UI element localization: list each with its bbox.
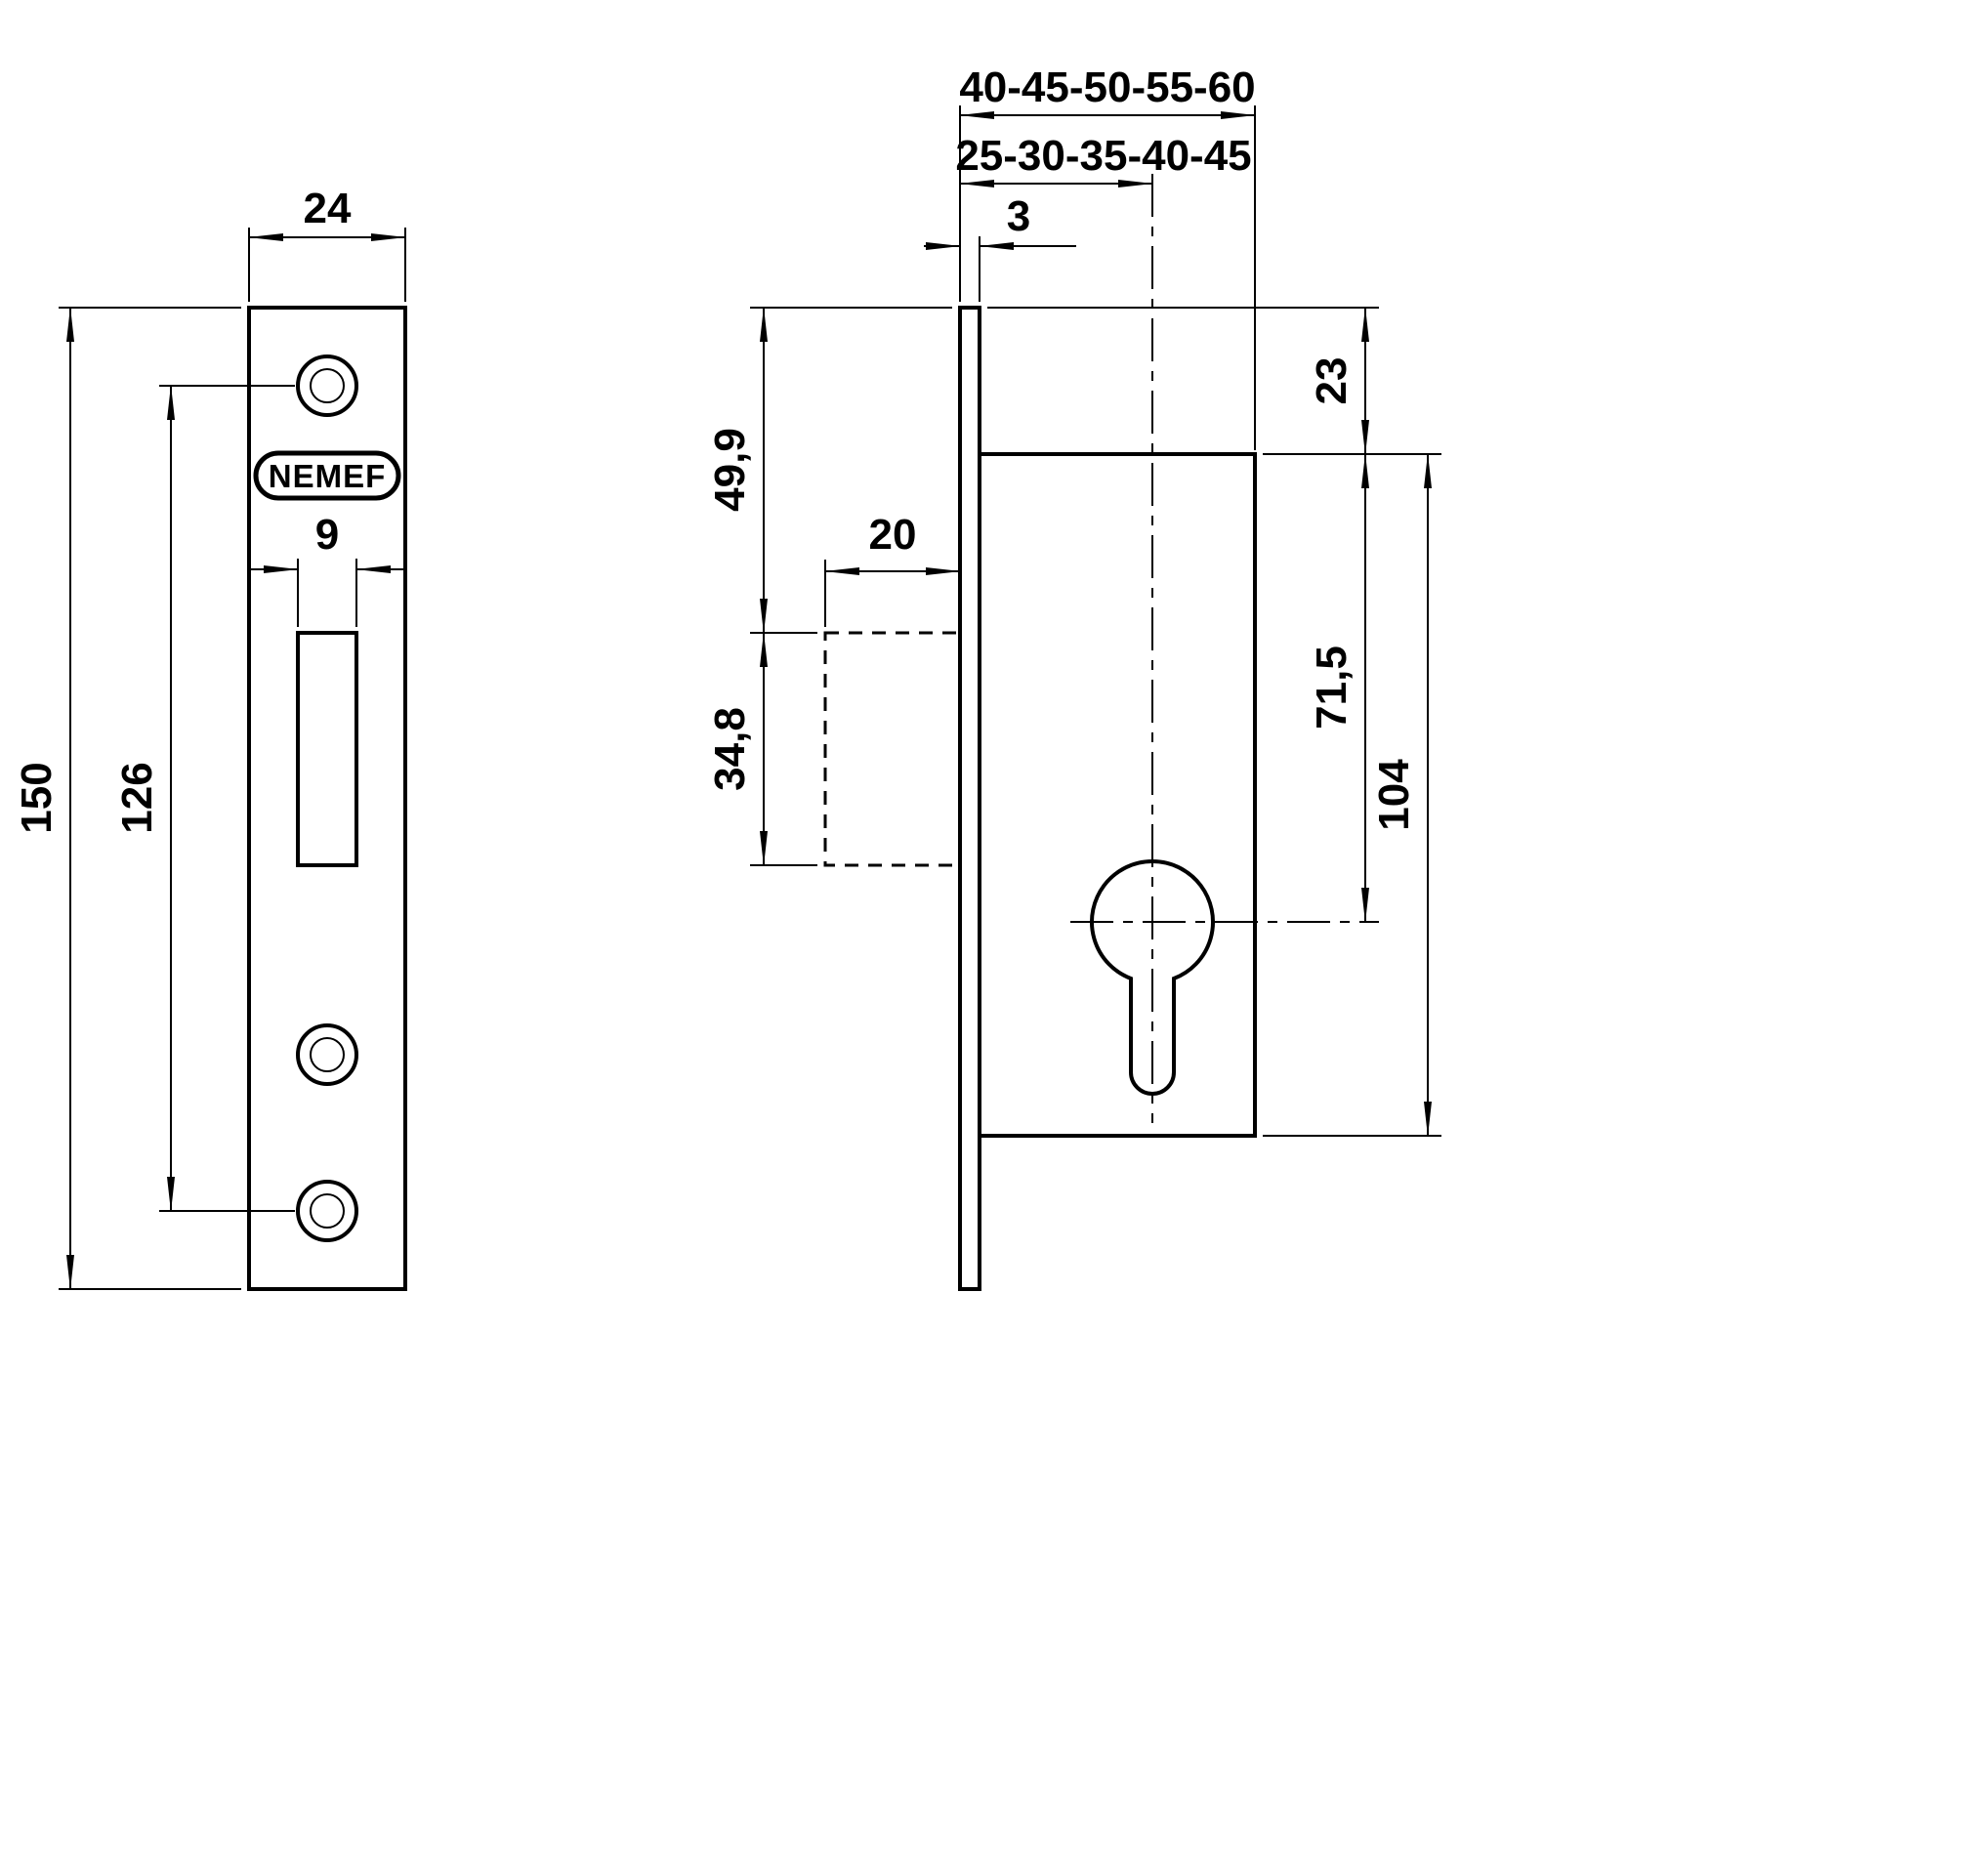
brand-label: NEMEF: [269, 458, 387, 494]
dim-label-24: 24: [304, 185, 352, 232]
dim-case-depth-range: 40-45-50-55-60: [959, 63, 1256, 450]
dim-case-height: 104: [1263, 453, 1441, 1137]
logo-stadium-outline: [253, 450, 401, 501]
dim-top-to-case: 23: [987, 307, 1441, 455]
side-view: 40-45-50-55-60 25-30-35-40-45 3 20 49,9: [706, 63, 1441, 1291]
bolt-slot-opening: [296, 631, 358, 867]
nemef-logo: NEMEF: [253, 450, 401, 501]
dim-label-9: 9: [315, 511, 339, 559]
dim-slot-width: 9: [247, 511, 407, 627]
dim-label-150: 150: [13, 762, 61, 833]
dim-label-backset-range: 25-30-35-40-45: [955, 132, 1251, 180]
dim-top-to-bolt: 49,9: [706, 307, 952, 634]
dim-faceplate-width: 24: [248, 185, 406, 302]
screw-hole-outer: [296, 1180, 358, 1242]
dim-label-71-5: 71,5: [1308, 646, 1356, 730]
dim-label-126: 126: [113, 762, 161, 833]
dim-label-104: 104: [1370, 759, 1418, 831]
dim-label-34-8: 34,8: [706, 707, 754, 791]
dim-label-20: 20: [869, 511, 917, 559]
screw-hole-middle: [296, 1023, 358, 1086]
dim-case-to-cylinder: 71,5: [1308, 453, 1369, 923]
dim-label-23: 23: [1308, 357, 1356, 405]
dim-backset-range: 25-30-35-40-45: [955, 132, 1252, 188]
screw-hole-top: [296, 354, 358, 417]
dim-hole-spacing: 126: [113, 385, 295, 1212]
screw-hole-outer: [296, 354, 358, 417]
euro-cylinder-cutout: [1070, 174, 1379, 1123]
bolt-hidden-outline: [823, 631, 962, 867]
dim-label-3: 3: [1007, 192, 1030, 240]
dim-faceplate-height: 150: [13, 307, 241, 1290]
screw-hole-inner: [310, 1193, 345, 1229]
lock-case-outline: [978, 452, 1257, 1138]
screw-hole-inner: [310, 1037, 345, 1072]
dim-bolt-height: 34,8: [706, 632, 817, 866]
dim-label-depth-range: 40-45-50-55-60: [959, 63, 1255, 111]
front-view: NEMEF 24 150 12: [13, 185, 407, 1291]
screw-hole-bottom: [296, 1180, 358, 1242]
screw-hole-outer: [296, 1023, 358, 1086]
dim-label-49-9: 49,9: [706, 428, 754, 512]
faceplate-outline: [247, 306, 407, 1291]
screw-hole-inner: [310, 368, 345, 403]
dim-bolt-depth: 20: [824, 511, 961, 627]
dim-faceplate-thickness: 3: [924, 192, 1076, 302]
euro-profile-outline: [1090, 859, 1215, 1096]
